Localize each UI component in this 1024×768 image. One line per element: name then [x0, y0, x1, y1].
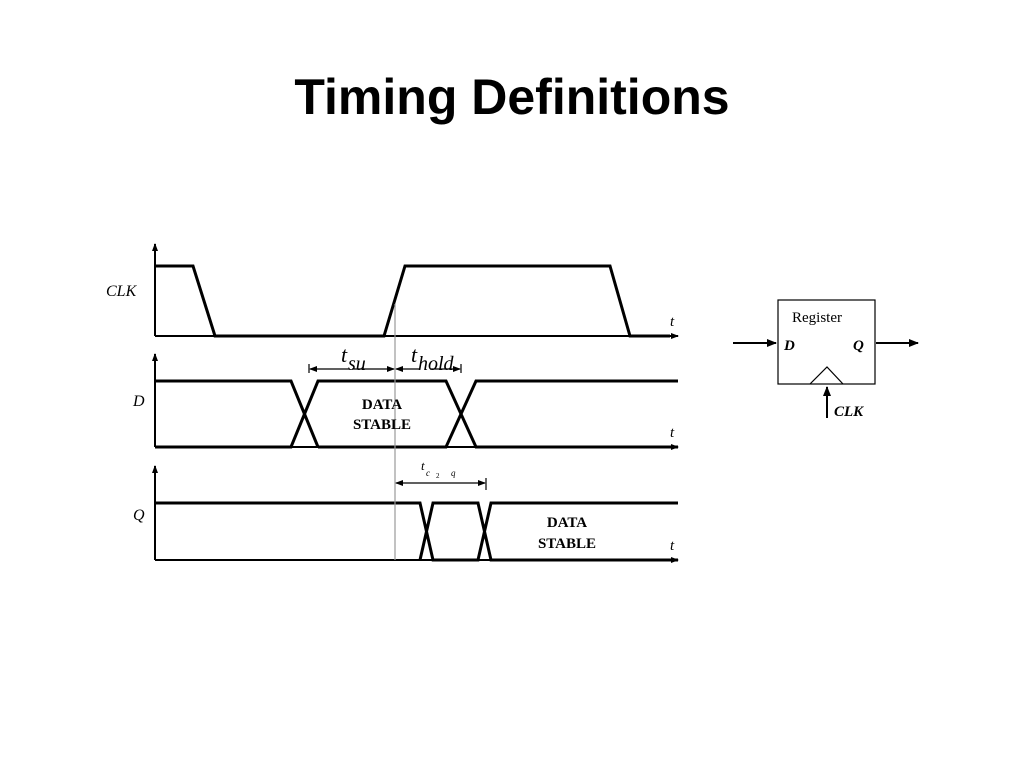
- register-name: Register: [792, 310, 842, 326]
- d-stable-line1: DATA: [362, 397, 402, 413]
- clk-axes: [152, 243, 679, 339]
- q-time-axis-label: t: [670, 538, 675, 554]
- setup-time-arrow: [308, 364, 395, 373]
- hold-time-base: t: [411, 342, 418, 367]
- clock-input-triangle-icon: [809, 366, 844, 385]
- clk-to-q-base: t: [421, 458, 425, 473]
- hold-time-subscript: hold: [418, 353, 455, 375]
- clk-signal-label: CLK: [106, 283, 138, 300]
- hold-time-arrow: [395, 364, 462, 373]
- register-input-label: D: [783, 338, 795, 354]
- register-block: Register D Q CLK: [733, 299, 919, 420]
- q-signal-label: Q: [133, 507, 145, 524]
- d-data-stable-label: DATA STABLE: [353, 397, 411, 433]
- clk-time-axis-label: t: [670, 314, 675, 330]
- setup-time-subscript: su: [348, 353, 366, 375]
- q-stable-line1: DATA: [547, 515, 587, 531]
- q-waveform: [155, 501, 678, 562]
- q-axes: [152, 465, 679, 563]
- clk-to-q-sub-q: q: [451, 468, 456, 478]
- clk-to-q-label: t c 2 q: [421, 458, 456, 480]
- d-axes: [152, 353, 679, 450]
- d-stable-line2: STABLE: [353, 417, 411, 433]
- clk-to-q-sub-2: 2: [436, 472, 440, 480]
- hold-time-label: t hold: [411, 342, 455, 375]
- d-signal-label: D: [132, 393, 145, 410]
- d-time-axis-label: t: [670, 425, 675, 441]
- setup-time-label: t su: [341, 342, 366, 375]
- q-stable-line2: STABLE: [538, 536, 596, 552]
- register-output-label: Q: [853, 338, 864, 354]
- d-waveform: [155, 379, 678, 449]
- slide-title: Timing Definitions: [294, 69, 730, 125]
- clk-waveform: [155, 264, 670, 338]
- q-data-stable-label: DATA STABLE: [538, 515, 596, 552]
- setup-time-base: t: [341, 342, 348, 367]
- clk-to-q-arrow: [395, 478, 487, 490]
- register-box: [777, 299, 876, 385]
- register-clock-label: CLK: [834, 404, 864, 420]
- clk-to-q-sub-c: c: [426, 468, 430, 478]
